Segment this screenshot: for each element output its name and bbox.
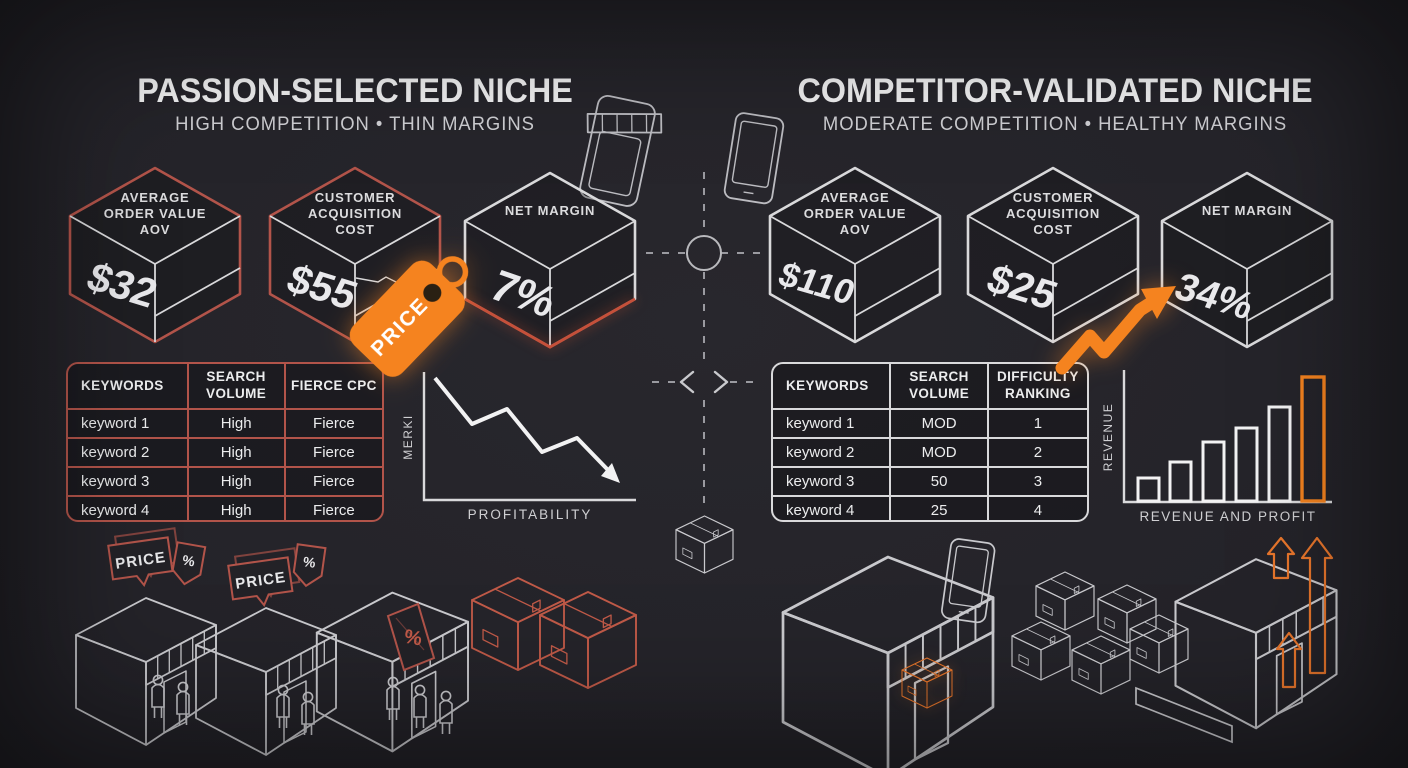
storefront-phone-icon [579,94,663,207]
column-header: DIFFICULTY RANKING [987,364,1087,410]
cube-label: COST [1033,222,1072,237]
cube-label: AVERAGE [121,190,190,205]
column-header: KEYWORDS [773,364,892,410]
cube-label: AVERAGE [821,190,890,205]
column-header: FIERCE CPC [284,364,382,410]
right-cube-margin: NET MARGIN 34% [1160,171,1334,349]
price-sign: PRICE [227,547,301,608]
svg-text:%: % [402,626,424,651]
column-header: KEYWORDS [68,364,189,410]
cube-label: ORDER VALUE [104,206,206,221]
cube-label: CUSTOMER [315,190,396,205]
cube-label: CUSTOMER [1013,190,1094,205]
storefront-icon [781,555,995,768]
cube-label: ACQUISITION [308,206,402,221]
smartphone-icon [723,112,785,205]
price-sign: PRICE [107,527,181,588]
storefront-icon [1174,558,1338,730]
chart-ylabel: REVENUE [1101,403,1115,472]
discount-tag: % [292,543,327,588]
chart-xlabel: REVENUE AND PROFIT [1139,509,1316,524]
store-base [1135,686,1233,744]
package-box-icon [1097,584,1157,644]
highlight-bar [1300,375,1326,503]
right-title: COMPETITOR-VALIDATED NICHE [797,72,1313,110]
svg-text:PRICE: PRICE [114,549,167,573]
package-box-icon [1071,635,1131,695]
cube-label: AOV [840,222,871,237]
package-box-icon [1129,614,1189,674]
validated-market-illustration [781,536,1338,768]
growth-arrows-icon [1266,536,1334,689]
person-icon [151,674,165,719]
svg-text:PRICE: PRICE [234,569,287,593]
column-header: SEARCH VOLUME [890,364,989,410]
aframe-discount-sign: % [386,602,436,672]
right-subtitle: MODERATE COMPETITION • HEALTHY MARGINS [822,114,1288,135]
chart-xlabel: PROFITABILITY [468,507,593,522]
package-box-icon [675,515,734,574]
crowded-market-illustration: PRICE PRICE % % % [75,527,469,756]
person-icon [276,684,290,729]
cube-label: AOV [140,222,171,237]
chart-ylabel: MERKI [401,414,415,460]
left-cube-aov: AVERAGE ORDER VALUE AOV $32 [68,166,242,344]
package-box-icon [1011,621,1071,681]
left-subtitle: HIGH COMPETITION • THIN MARGINS [175,114,535,135]
red-shipping-boxes [471,577,637,689]
cube-label: COST [335,222,374,237]
divider-circle-node [686,235,722,271]
cube-label: ACQUISITION [1006,206,1100,221]
left-cube-cac: CUSTOMER ACQUISITION COST $55 [268,166,442,344]
revenue-chart: REVENUE AND PROFIT REVENUE [1101,370,1332,524]
person-icon [413,684,427,729]
package-box-icon [1035,571,1095,631]
code-chevrons-icon [679,370,729,394]
keywords-table-right: KEYWORDS SEARCH VOLUME DIFFICULTY RANKIN… [771,362,1089,522]
left-title: PASSION-SELECTED NICHE [137,72,573,110]
left-cube-margin: NET MARGIN 7% [463,171,637,349]
discount-tag: % [171,541,207,586]
person-icon [301,691,315,736]
cube-label: ORDER VALUE [804,206,906,221]
keywords-table-left: KEYWORDS SEARCH VOLUME FIERCE CPC keywor… [66,362,384,522]
person-icon [176,681,190,726]
storefront-icon [75,597,217,746]
svg-text:%: % [302,553,317,571]
cube-label: NET MARGIN [1202,203,1292,218]
right-cube-cac: CUSTOMER ACQUISITION COST $25 [966,166,1140,344]
cube-label: NET MARGIN [505,203,595,218]
svg-text:%: % [181,552,197,570]
column-header: SEARCH VOLUME [187,364,286,410]
right-cube-aov: AVERAGE ORDER VALUE AOV $110 [768,166,942,344]
profitability-chart: PROFITABILITY MERKI [401,372,636,522]
smartphone-icon [941,538,996,624]
storefront-icon [195,607,337,756]
center-divider [646,172,762,512]
